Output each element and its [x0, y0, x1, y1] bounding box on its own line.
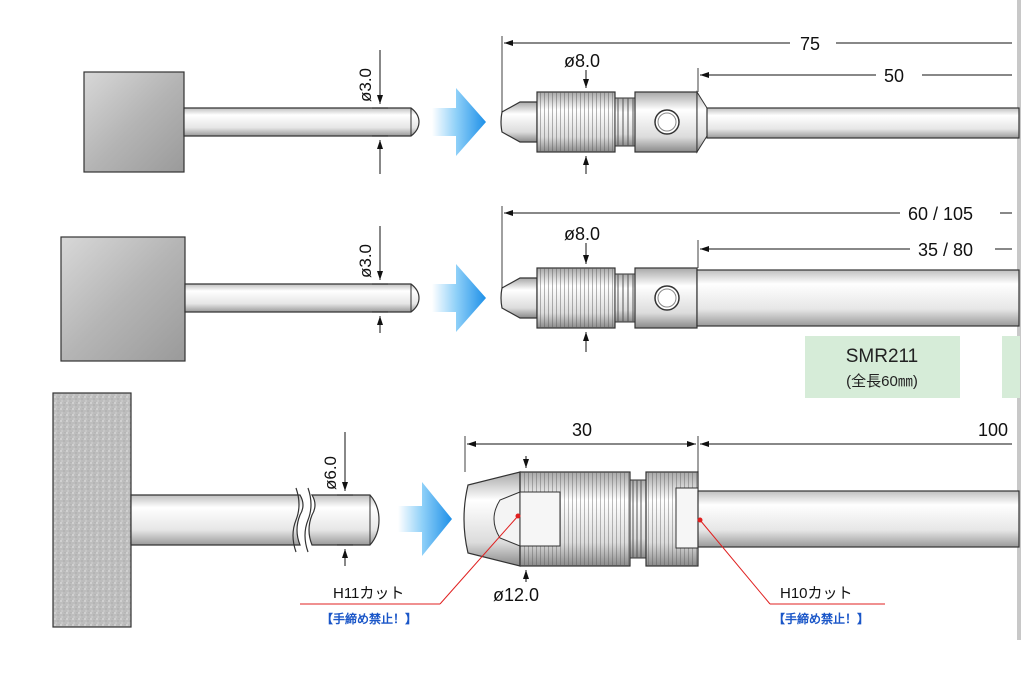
row-3: ø6.0 30 100 ø12.0 H11カット 【手締	[52, 392, 1020, 628]
collet-diameter-label: ø8.0	[564, 224, 600, 244]
collet-length-label: 30	[572, 420, 592, 440]
collet-nose	[500, 277, 538, 319]
shank-right	[308, 494, 380, 546]
h11-warning: 【手締め禁止！】	[321, 611, 417, 626]
model-box-edge	[1002, 336, 1020, 398]
shank-diameter-label: ø6.0	[321, 456, 340, 490]
h10-warning: 【手締め禁止！】	[773, 611, 869, 626]
collet-diameter-label: ø8.0	[564, 51, 600, 71]
h11-label: H11カット	[333, 585, 404, 602]
shank-diameter-label: ø3.0	[356, 68, 375, 102]
arrow-right-icon	[398, 482, 452, 556]
collet-nose	[500, 101, 538, 143]
shank	[184, 283, 420, 313]
grinding-wheel	[52, 392, 132, 628]
h11-flat	[493, 491, 521, 547]
shank	[183, 107, 420, 137]
model-spec: (全長60㎜)	[846, 372, 918, 390]
spindle-shaft	[696, 269, 1020, 327]
overall-length-label: 60 / 105	[908, 204, 973, 224]
set-screw-hole	[654, 285, 680, 311]
row-1: ø3.0 ø8.0 75 50	[83, 34, 1020, 174]
set-screw-hole	[654, 109, 680, 135]
row-2: ø3.0 ø8.0 60 / 105 35 / 80 SMR211 (全長60㎜…	[60, 204, 1020, 398]
model-box	[805, 336, 960, 398]
shaft-length-label: 35 / 80	[918, 240, 973, 260]
h10-flat	[675, 487, 699, 549]
shaft-length-label: 50	[884, 66, 904, 86]
collet-diameter-label: ø12.0	[493, 585, 539, 605]
arrow-right-icon	[432, 264, 486, 332]
shank-left	[130, 494, 304, 546]
spindle-shaft	[697, 490, 1020, 548]
grinding-stone	[83, 71, 185, 173]
shaft-length-label: 100	[978, 420, 1008, 440]
collet-nose	[463, 471, 521, 567]
h10-label: H10カット	[780, 585, 853, 602]
model-name: SMR211	[846, 346, 919, 367]
overall-length-label: 75	[800, 34, 820, 54]
break-line	[292, 487, 300, 553]
arrow-right-icon	[432, 88, 486, 156]
spindle-shaft	[706, 107, 1020, 139]
grinding-stone	[60, 236, 186, 362]
shank-diameter-label: ø3.0	[356, 244, 375, 278]
h10-leader	[699, 519, 771, 605]
h11-leader	[439, 515, 519, 605]
